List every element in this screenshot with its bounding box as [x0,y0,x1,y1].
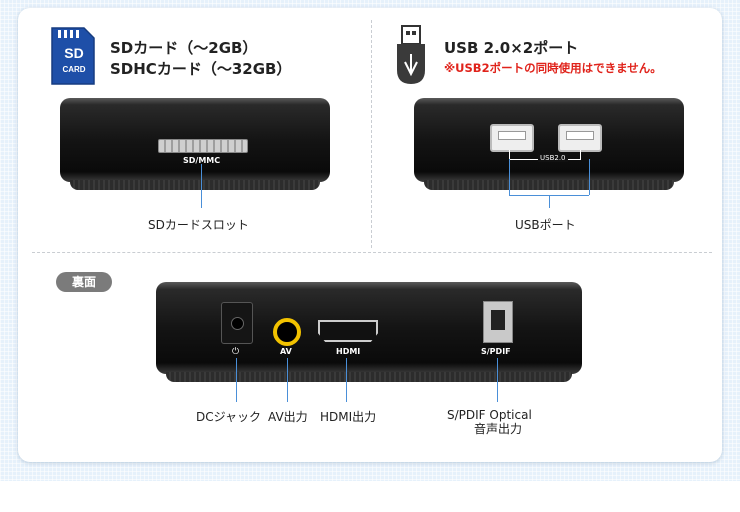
spdif-leader-line [497,358,498,402]
sd-title-line2: SDHCカード（～32GB） [110,60,292,78]
spdif-port [483,301,513,343]
av-leader-line [287,358,288,402]
usb-plug-icon [397,25,425,84]
usb-title: USB 2.0×2ポート [444,39,579,57]
usb-caption: USBポート [515,218,576,232]
sd-icon-top-text: SD [64,45,83,61]
av-caption: AV出力 [268,410,308,424]
usb-port-1 [490,124,534,152]
power-icon: ⏻ [232,347,240,357]
dc-leader-line [236,358,237,402]
sd-card-slot [158,139,248,153]
back-side-badge: 裏面 [56,272,112,292]
hdmi-port [318,320,378,342]
spdif-port-label: S/PDIF [481,347,511,356]
av-port-label: AV [280,347,292,356]
page-bottom-band [0,481,740,512]
usb-leader-left [509,159,510,195]
usb-port-label: USB2.0 [538,154,568,162]
dc-jack [221,302,253,344]
vertical-divider [371,20,372,248]
usb-note: ※USB2ポートの同時使用はできません。 [444,61,662,75]
sd-icon-bottom-text: CARD [62,65,85,74]
av-jack [273,318,301,346]
horizontal-divider [32,252,712,253]
hdmi-port-label: HDMI [336,347,361,356]
hdmi-caption: HDMI出力 [320,410,377,424]
sd-slot-caption: SDカードスロット [148,218,249,232]
device-front-usb-photo [414,98,684,190]
sd-title-line1: SDカード（～2GB） [110,39,258,57]
sd-leader-line [201,164,202,208]
usb-leader-right [589,159,590,195]
usb-port-2 [558,124,602,152]
sd-card-icon: SD CARD [51,27,95,85]
usb-leader-stem [549,195,550,208]
spdif-caption-line1: S/PDIF Optical [447,408,532,422]
product-panel [18,8,722,462]
hdmi-leader-line [346,358,347,402]
dc-caption: DCジャック [196,410,262,424]
sd-slot-label: SD/MMC [183,156,221,165]
spdif-caption-line2: 音声出力 [474,422,523,436]
